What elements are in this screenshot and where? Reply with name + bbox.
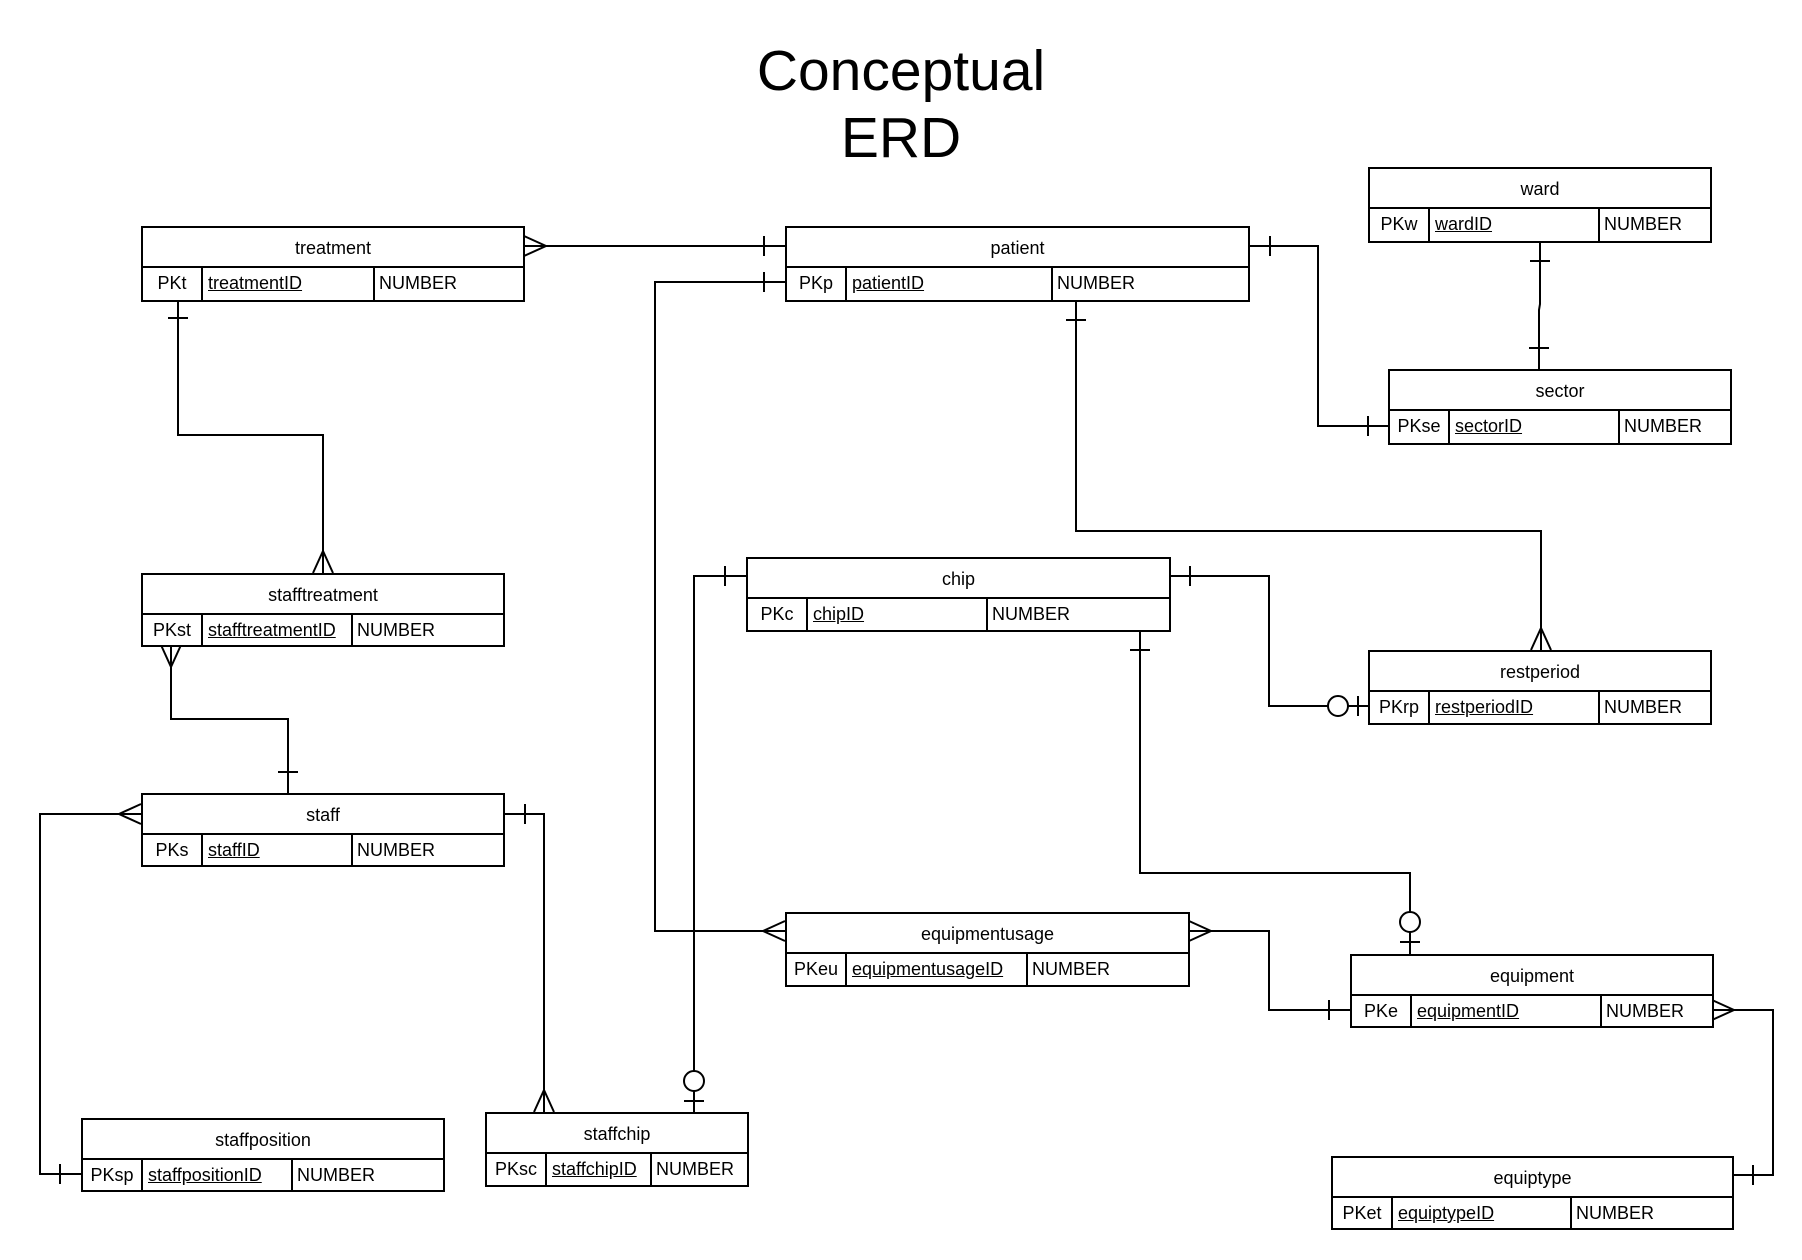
entity-name: equipmentusage bbox=[787, 914, 1188, 954]
entity-name: chip bbox=[748, 559, 1169, 599]
pk-attribute: wardID bbox=[1430, 209, 1600, 241]
attribute-row: PKs staffID NUMBER bbox=[143, 835, 503, 867]
entity-name: ward bbox=[1370, 169, 1710, 209]
entity-stafftreatment[interactable]: stafftreatment PKst stafftreatmentID NUM… bbox=[141, 573, 505, 647]
attribute-row: PKw wardID NUMBER bbox=[1370, 209, 1710, 241]
pk-label: PKw bbox=[1370, 209, 1430, 241]
rel-staff-staffchip bbox=[505, 804, 555, 1113]
pk-attribute: sectorID bbox=[1450, 411, 1620, 443]
attribute-row: PKst stafftreatmentID NUMBER bbox=[143, 615, 503, 647]
title-line-2: ERD bbox=[840, 106, 962, 170]
rel-patient-equipmentusage bbox=[654, 272, 786, 942]
pk-attribute: patientID bbox=[847, 268, 1053, 300]
entity-equiptype[interactable]: equiptype PKet equiptypeID NUMBER bbox=[1331, 1156, 1734, 1230]
attribute-row: PKsc staffchipID NUMBER bbox=[487, 1154, 747, 1186]
entity-restperiod[interactable]: restperiod PKrp restperiodID NUMBER bbox=[1368, 650, 1712, 725]
pk-label: PKt bbox=[143, 268, 203, 300]
attribute-type: NUMBER bbox=[297, 1165, 376, 1185]
attribute-row: PKe equipmentID NUMBER bbox=[1352, 996, 1712, 1028]
attribute-type: NUMBER bbox=[357, 840, 436, 860]
entity-equipment[interactable]: equipment PKe equipmentID NUMBER bbox=[1350, 954, 1714, 1028]
attribute-type: NUMBER bbox=[1606, 1001, 1685, 1021]
attribute-type: NUMBER bbox=[379, 273, 458, 293]
attribute-type: NUMBER bbox=[656, 1159, 735, 1179]
attribute-type: NUMBER bbox=[1624, 416, 1703, 436]
rel-chip-equipment bbox=[1130, 630, 1421, 954]
entity-name: equiptype bbox=[1333, 1158, 1732, 1198]
rel-patient-sector bbox=[1249, 236, 1388, 436]
pk-label: PKst bbox=[143, 615, 203, 647]
entity-equipmentusage[interactable]: equipmentusage PKeu equipmentusageID NUM… bbox=[785, 912, 1190, 987]
entity-ward[interactable]: ward PKw wardID NUMBER bbox=[1368, 167, 1712, 243]
attribute-type: NUMBER bbox=[992, 604, 1071, 624]
rel-patient-restperiod bbox=[1066, 300, 1552, 651]
entity-name: staff bbox=[143, 795, 503, 835]
rel-stafftreatment-staff bbox=[160, 644, 298, 793]
pk-attribute: equipmentusageID bbox=[847, 954, 1028, 986]
attribute-row: PKt treatmentID NUMBER bbox=[143, 268, 523, 300]
entity-patient[interactable]: patient PKp patientID NUMBER bbox=[785, 226, 1250, 302]
entity-sector[interactable]: sector PKse sectorID NUMBER bbox=[1388, 369, 1732, 445]
rel-chip-staffchip bbox=[683, 566, 746, 1112]
pk-label: PKe bbox=[1352, 996, 1412, 1028]
rel-treatment-stafftreatment bbox=[168, 300, 334, 574]
entity-name: staffchip bbox=[487, 1114, 747, 1154]
pk-label: PKse bbox=[1390, 411, 1450, 443]
rel-treatment-patient bbox=[523, 235, 785, 257]
attribute-row: PKrp restperiodID NUMBER bbox=[1370, 692, 1710, 724]
entity-name: equipment bbox=[1352, 956, 1712, 996]
attribute-row: PKp patientID NUMBER bbox=[787, 268, 1248, 300]
rel-staff-staffposition bbox=[39, 803, 142, 1184]
entity-staffchip[interactable]: staffchip PKsc staffchipID NUMBER bbox=[485, 1112, 749, 1187]
pk-attribute: staffID bbox=[203, 835, 353, 867]
entity-name: restperiod bbox=[1370, 652, 1710, 692]
pk-label: PKs bbox=[143, 835, 203, 867]
entity-staffposition[interactable]: staffposition PKsp staffpositionID NUMBE… bbox=[81, 1118, 445, 1192]
attribute-type: NUMBER bbox=[1604, 697, 1683, 717]
attribute-row: PKc chipID NUMBER bbox=[748, 599, 1169, 631]
title-line-1: Conceptual bbox=[756, 39, 1046, 103]
pk-attribute: equipmentID bbox=[1412, 996, 1602, 1028]
attribute-type: NUMBER bbox=[1032, 959, 1111, 979]
rel-equipmentusage-equipment bbox=[1188, 920, 1350, 1020]
pk-attribute: stafftreatmentID bbox=[203, 615, 353, 647]
pk-label: PKeu bbox=[787, 954, 847, 986]
pk-attribute: staffchipID bbox=[547, 1154, 652, 1186]
pk-label: PKc bbox=[748, 599, 808, 631]
pk-label: PKet bbox=[1333, 1198, 1393, 1230]
entity-name: stafftreatment bbox=[143, 575, 503, 615]
entity-treatment[interactable]: treatment PKt treatmentID NUMBER bbox=[141, 226, 525, 302]
pk-attribute: chipID bbox=[808, 599, 988, 631]
attribute-row: PKet equiptypeID NUMBER bbox=[1333, 1198, 1732, 1230]
entity-name: staffposition bbox=[83, 1120, 443, 1160]
diagram-title: Conceptual ERD bbox=[701, 38, 1101, 172]
pk-label: PKrp bbox=[1370, 692, 1430, 724]
attribute-type: NUMBER bbox=[1604, 214, 1683, 234]
pk-label: PKsc bbox=[487, 1154, 547, 1186]
attribute-row: PKeu equipmentusageID NUMBER bbox=[787, 954, 1188, 986]
attribute-row: PKsp staffpositionID NUMBER bbox=[83, 1160, 443, 1192]
pk-label: PKp bbox=[787, 268, 847, 300]
attribute-type: NUMBER bbox=[1057, 273, 1136, 293]
pk-attribute: restperiodID bbox=[1430, 692, 1600, 724]
pk-attribute: treatmentID bbox=[203, 268, 375, 300]
attribute-row: PKse sectorID NUMBER bbox=[1390, 411, 1730, 443]
rel-equipment-equiptype bbox=[1711, 999, 1774, 1185]
pk-attribute: staffpositionID bbox=[143, 1160, 293, 1192]
pk-attribute: equiptypeID bbox=[1393, 1198, 1572, 1230]
entity-chip[interactable]: chip PKc chipID NUMBER bbox=[746, 557, 1171, 632]
rel-chip-restperiod bbox=[1169, 566, 1368, 717]
entity-name: patient bbox=[787, 228, 1248, 268]
entity-staff[interactable]: staff PKs staffID NUMBER bbox=[141, 793, 505, 867]
entity-name: treatment bbox=[143, 228, 523, 268]
rel-ward-sector bbox=[1529, 241, 1550, 369]
attribute-type: NUMBER bbox=[1576, 1203, 1655, 1223]
attribute-type: NUMBER bbox=[357, 620, 436, 640]
pk-label: PKsp bbox=[83, 1160, 143, 1192]
entity-name: sector bbox=[1390, 371, 1730, 411]
